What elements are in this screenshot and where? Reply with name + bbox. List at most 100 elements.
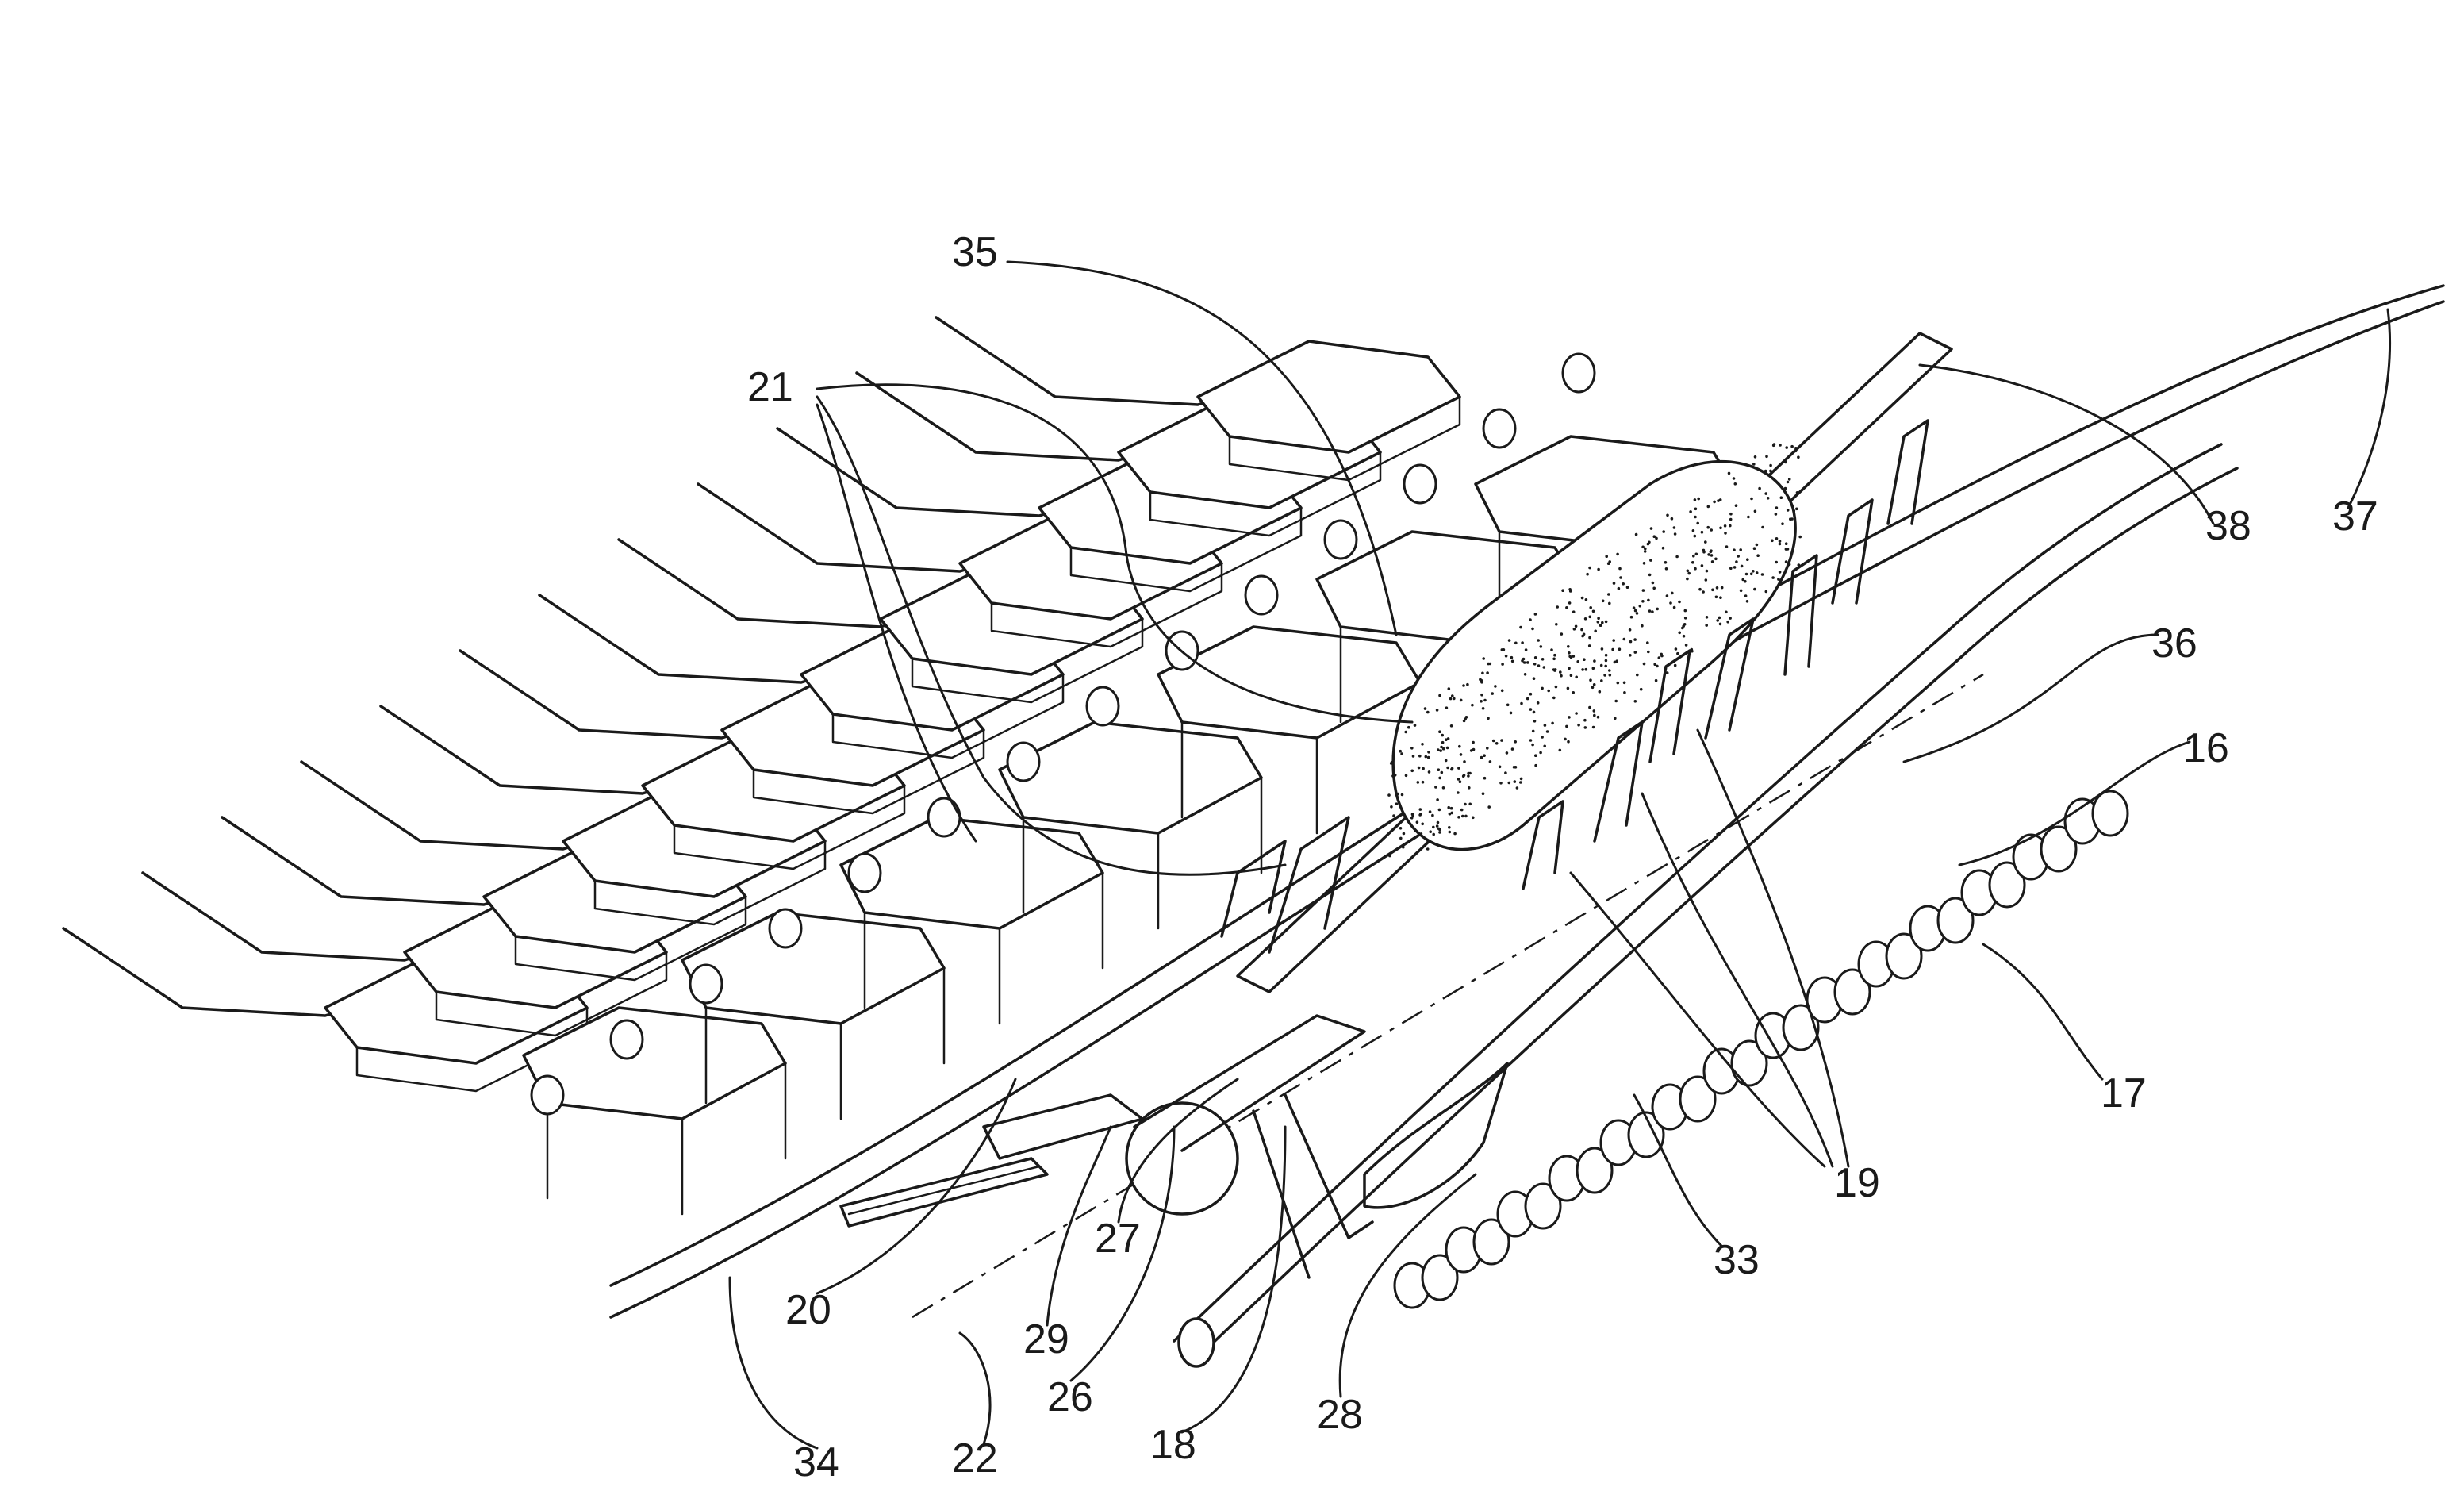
stipple-dot [1593, 709, 1596, 713]
stipple-dot [1460, 753, 1463, 756]
stipple-dot [1603, 674, 1606, 677]
stipple-dot [1655, 679, 1658, 682]
stipple-dot [1581, 597, 1584, 600]
stipple-dot [1674, 664, 1677, 667]
stipple-dot [1426, 841, 1429, 844]
stipple-dot [1660, 655, 1664, 658]
stipple-dot [1391, 774, 1395, 778]
stipple-dot [1684, 609, 1687, 613]
stipple-dot [1531, 628, 1534, 631]
stipple-dot [1390, 762, 1393, 765]
stipple-dot [1414, 724, 1417, 727]
stipple-dot [1487, 717, 1490, 720]
stipple-dot [1583, 658, 1586, 661]
stipple-dot [1550, 648, 1553, 651]
stipple-dot [1798, 536, 1802, 539]
stipple-dot [1744, 580, 1747, 583]
stipple-dot [1519, 626, 1522, 629]
stipple-dot [1671, 517, 1674, 521]
stipple-dot [1556, 605, 1559, 609]
stipple-dot [1462, 774, 1465, 778]
stipple-dot [1570, 674, 1573, 677]
stipple-dot [1480, 694, 1483, 697]
stipple-dot [1554, 668, 1557, 671]
stipple-dot [1779, 444, 1782, 447]
stipple-dot [1436, 824, 1439, 828]
stipple-dot [1432, 833, 1435, 836]
stipple-dot [1634, 651, 1637, 654]
stipple-dot [1614, 700, 1618, 703]
stipple-dot [1729, 524, 1732, 528]
stipple-dot [1694, 498, 1697, 501]
stipple-dot [1559, 749, 1562, 752]
stipple-dot [1589, 606, 1592, 609]
chain-roller [1007, 743, 1039, 781]
stipple-dot [1534, 656, 1537, 659]
stipple-dot [1483, 754, 1486, 757]
stipple-dot [1418, 767, 1421, 770]
stipple-dot [1576, 660, 1579, 663]
stipple-dot [1725, 545, 1729, 548]
stipple-dot [1592, 610, 1595, 613]
stipple-dot [1775, 506, 1779, 509]
stipple-dot [1506, 704, 1510, 707]
lower-block [1000, 722, 1261, 833]
stipple-dot [1706, 616, 1709, 619]
stipple-dot [1711, 589, 1714, 592]
label-22: 22 [952, 1435, 998, 1481]
stipple-dot [1511, 660, 1514, 663]
stipple-dot [1418, 813, 1422, 817]
stipple-dot [1613, 582, 1616, 585]
stipple-dot [1739, 548, 1742, 551]
stipple-dot [1448, 687, 1451, 690]
stipple-dot [1629, 640, 1633, 644]
stipple-dot [1787, 509, 1790, 512]
stipple-dot [1466, 683, 1469, 686]
stipple-dot [1673, 526, 1676, 529]
stipple-dot [1437, 768, 1441, 771]
stipple-dot [1399, 827, 1403, 830]
stipple-dot [1555, 686, 1558, 689]
stipple-dot [1616, 553, 1619, 556]
stipple-dot [1504, 771, 1507, 774]
stipple-dot [1461, 815, 1464, 818]
stipple-dot [1724, 524, 1727, 528]
stipple-dot [1593, 683, 1596, 686]
stipple-dot [1711, 560, 1714, 563]
stipple-dot [1464, 815, 1468, 818]
stipple-dot [1752, 570, 1755, 573]
label-17: 17 [2101, 1070, 2147, 1116]
leader-17 [1983, 944, 2102, 1079]
label-35: 35 [952, 229, 998, 275]
stipple-dot [1511, 747, 1514, 751]
stipple-dot [1575, 712, 1578, 715]
stipple-dot [1392, 814, 1395, 817]
stipple-dot [1399, 837, 1403, 840]
stipple-dot [1716, 586, 1719, 590]
chain-roller [1404, 465, 1436, 503]
stipple-dot [1785, 446, 1788, 449]
stipple-dot [1779, 540, 1782, 543]
stipple-dot [1643, 562, 1646, 565]
stipple-dot [1418, 755, 1422, 758]
stipple-dot [1481, 672, 1484, 675]
stipple-dot [1457, 816, 1460, 819]
stipple-dot [1541, 736, 1544, 739]
stipple-dot [1710, 549, 1713, 552]
stipple-dot [1534, 613, 1537, 616]
stipple-dot [1442, 786, 1445, 790]
stipple-dot [1735, 504, 1738, 507]
upper-flight-block [1198, 341, 1460, 452]
stipple-dot [1687, 570, 1690, 573]
stipple-dot [1664, 561, 1668, 564]
stipple-dot [1438, 831, 1441, 834]
stipple-dot [1767, 497, 1770, 500]
stipple-dot [1482, 657, 1485, 660]
stipple-dot [1441, 771, 1444, 774]
stipple-dot [1520, 702, 1523, 705]
stipple-dot [1756, 544, 1759, 547]
stipple-dot [1705, 578, 1708, 582]
stipple-dot [1501, 648, 1504, 651]
stipple-dot [1387, 793, 1391, 797]
stipple-dot [1653, 663, 1656, 666]
